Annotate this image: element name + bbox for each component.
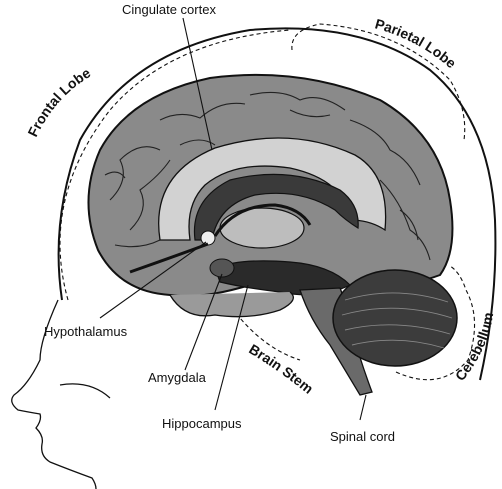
skull-outline xyxy=(57,27,497,381)
cerebellum-folia xyxy=(341,292,453,349)
fornix xyxy=(213,203,312,237)
cingulate-gyrus xyxy=(158,137,387,241)
eye-line xyxy=(59,383,111,399)
cortical-folds xyxy=(104,91,431,261)
frontal-lobe-label: Frontal Lobe xyxy=(24,64,93,139)
thalamus xyxy=(219,207,305,249)
hypothalamus-label: Hypothalamus xyxy=(44,324,128,339)
parietal-lobe-label: Parietal Lobe xyxy=(373,15,459,71)
cerebellum-label: Cerebellum xyxy=(452,311,497,384)
hypothalamus-structure xyxy=(200,230,216,246)
parietal-lobe-text: Parietal Lobe xyxy=(373,15,459,71)
cerebellum xyxy=(332,269,458,367)
amygdala-label: Amygdala xyxy=(148,370,207,385)
temporal-lobe xyxy=(169,291,294,318)
amygdala-structure xyxy=(209,258,235,278)
brain-stem-label: Brain Stem xyxy=(246,341,316,397)
brain-stem-text: Brain Stem xyxy=(246,341,316,397)
cingulate-cortex-label: Cingulate cortex xyxy=(122,2,216,17)
hippocampus-label: Hippocampus xyxy=(162,416,242,431)
head-profile-outline xyxy=(11,299,97,489)
spinal-cord-label: Spinal cord xyxy=(330,429,395,444)
cerebellum-boundary xyxy=(395,265,476,381)
leader-lines xyxy=(99,17,367,421)
corpus-callosum xyxy=(193,173,359,241)
optic-tract xyxy=(129,242,209,274)
parietal-lobe-boundary xyxy=(291,23,466,141)
cerebellum-text: Cerebellum xyxy=(452,311,497,384)
frontal-lobe-text: Frontal Lobe xyxy=(24,64,93,139)
